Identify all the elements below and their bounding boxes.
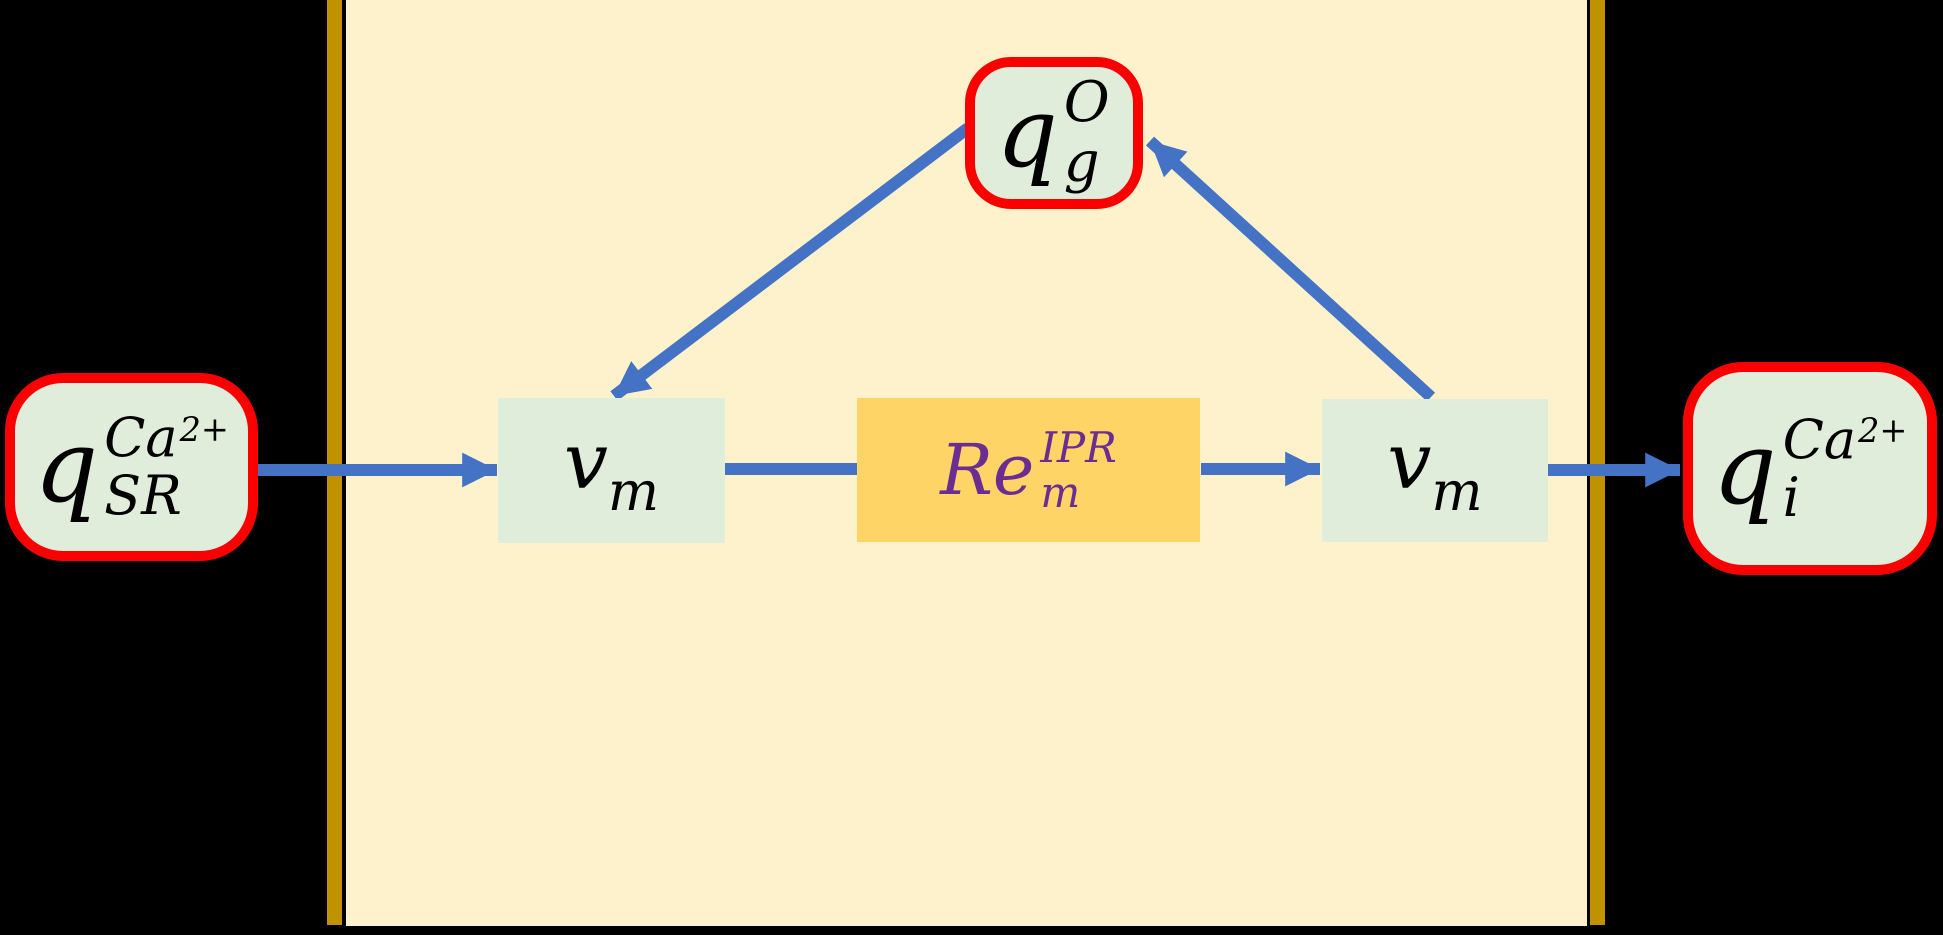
vm-left-base: v: [563, 416, 608, 507]
q-sr-subscript: SR: [104, 464, 182, 527]
q-g-label: q O g: [996, 75, 1111, 191]
node-q-i: q Ca2+ i: [1683, 362, 1937, 575]
q-g-scripts: O g: [1064, 75, 1112, 191]
node-vm-right: vm: [1322, 399, 1548, 542]
q-sr-base: q: [34, 408, 99, 525]
re-ipr-subscript: m: [1040, 467, 1081, 517]
q-i-base: q: [1712, 409, 1777, 527]
re-ipr-base: Re: [940, 429, 1035, 511]
re-ipr-superscript: IPR: [1040, 422, 1117, 472]
q-g-subscript: g: [1063, 130, 1100, 195]
vm-right-label: vm: [1387, 423, 1482, 519]
q-i-scripts: Ca2+ i: [1782, 411, 1908, 529]
node-q-g: q O g: [965, 57, 1143, 209]
q-sr-sup-text: Ca: [104, 406, 178, 469]
q-i-sup-text: Ca: [1782, 407, 1857, 471]
node-vm-left: vm: [498, 398, 725, 543]
q-i-label: q Ca2+ i: [1712, 409, 1908, 529]
q-g-superscript: O: [1064, 75, 1112, 131]
node-q-sr: q Ca2+ SR: [5, 373, 258, 561]
membrane-bar-right: [1590, 0, 1605, 925]
q-g-sup-text: O: [1063, 70, 1110, 135]
vm-left-subscript: m: [607, 459, 660, 523]
re-ipr-scripts: IPR m: [1040, 422, 1117, 517]
q-sr-scripts: Ca2+ SR: [104, 411, 229, 523]
membrane-bar-left: [327, 0, 342, 925]
q-sr-sup-exponent: 2+: [179, 409, 229, 449]
q-i-superscript: Ca2+: [1783, 411, 1908, 467]
vm-left-label: vm: [564, 423, 659, 519]
q-sr-superscript: Ca2+: [104, 411, 229, 465]
q-i-sup-exponent: 2+: [1858, 411, 1908, 451]
q-sr-label: q Ca2+ SR: [34, 411, 229, 523]
vm-right-subscript: m: [1431, 459, 1483, 523]
q-i-subscript: i: [1782, 465, 1800, 529]
vm-right-base: v: [1387, 416, 1432, 507]
q-g-base: q: [996, 77, 1058, 189]
node-re-ipr: Re IPR m: [857, 398, 1200, 542]
re-ipr-label: Re IPR m: [940, 422, 1117, 517]
